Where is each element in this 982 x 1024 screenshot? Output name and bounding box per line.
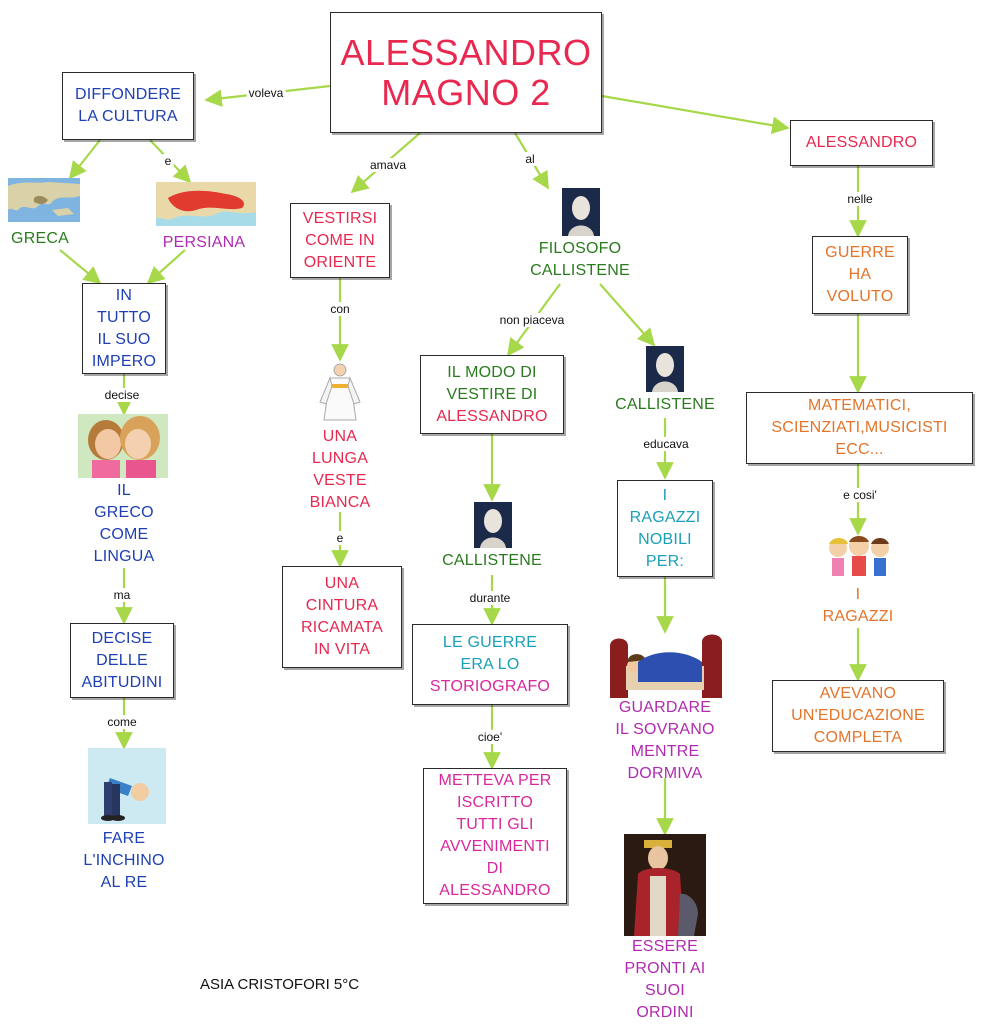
node-metteva-iscritto[interactable]: METTEVA PER ISCRITTO TUTTI GLI AVVENIMEN… xyxy=(423,768,567,904)
node-label: UNA CINTURA RICAMATA IN VITA xyxy=(301,575,383,658)
node-decise-abitudini[interactable]: DECISE DELLE ABITUDINI xyxy=(70,623,174,698)
node-educazione-completa[interactable]: AVEVANO UN'EDUCAZIONE COMPLETA xyxy=(772,680,944,752)
node-ragazzi-nobili[interactable]: I RAGAZZI NOBILI PER: xyxy=(617,480,713,577)
node-callistene-durante[interactable]: CALLISTENE xyxy=(442,552,542,569)
node-label: IL MODO DI VESTIRE DI xyxy=(446,363,538,403)
node-persiana[interactable]: PERSIANA xyxy=(162,234,246,251)
node-lunga-veste[interactable]: UNA LUNGA VESTE BIANCA xyxy=(309,428,371,511)
node-label-storiografo: STORIOGRAFO xyxy=(429,677,551,695)
node-label-alessandro: ALESSANDRO xyxy=(436,407,548,425)
page-title: ALESSANDRO MAGNO 2 xyxy=(340,31,592,113)
link-label-come: come xyxy=(105,715,139,729)
node-label: IN TUTTO IL SUO IMPERO xyxy=(91,286,157,370)
link-label-al: al xyxy=(523,152,537,166)
link-label-decise: decise xyxy=(102,388,142,402)
link-label-durante: durante xyxy=(467,591,513,605)
node-alessandro[interactable]: ALESSANDRO xyxy=(790,120,933,166)
node-essere-pronti[interactable]: ESSERE PRONTI AI SUOI ORDINI xyxy=(624,938,706,1021)
node-label: DIFFONDERE LA CULTURA xyxy=(75,86,181,125)
king-painting-icon xyxy=(624,834,706,936)
link-label-e-veste: e xyxy=(334,531,346,545)
node-callistene-educava[interactable]: CALLISTENE xyxy=(615,396,715,413)
node-label: I RAGAZZI NOBILI PER: xyxy=(629,486,701,570)
node-label: METTEVA PER ISCRITTO TUTTI GLI AVVENIMEN… xyxy=(438,772,552,899)
bust-icon xyxy=(562,188,600,236)
sleeping-bed-icon xyxy=(606,632,724,698)
author-credit: ASIA CRISTOFORI 5°C xyxy=(200,976,360,993)
node-label: LE GUERRE ERA LO xyxy=(442,633,538,673)
node-i-ragazzi[interactable]: I RAGAZZI xyxy=(822,586,894,625)
node-guardare-sovrano[interactable]: GUARDARE IL SOVRANO MENTRE DORMIVA xyxy=(615,699,715,782)
node-label: MATEMATICI, SCIENZIATI,MUSICISTI ECC... xyxy=(771,397,948,458)
node-label: AVEVANO UN'EDUCAZIONE COMPLETA xyxy=(791,685,925,746)
node-cintura-ricamata[interactable]: UNA CINTURA RICAMATA IN VITA xyxy=(282,566,402,668)
node-modo-vestire[interactable]: IL MODO DI VESTIRE DI ALESSANDRO xyxy=(420,355,564,434)
node-label: GUERRE HA VOLUTO xyxy=(825,244,895,305)
link-label-non-piaceva: non piaceva xyxy=(497,313,567,327)
bust-icon xyxy=(646,346,684,392)
girls-whisper-icon xyxy=(78,414,168,478)
node-label: ALESSANDRO xyxy=(805,134,918,151)
node-guerre-storiografo[interactable]: LE GUERRE ERA LO STORIOGRAFO xyxy=(412,624,568,705)
white-robe-icon xyxy=(318,362,362,422)
link-label-educava: educava xyxy=(641,437,691,451)
bowing-person-icon xyxy=(88,748,166,824)
map-persia-icon xyxy=(156,182,256,226)
node-il-greco-lingua[interactable]: IL GRECO COME LINGUA xyxy=(93,482,155,565)
link-label-nelle: nelle xyxy=(845,192,875,206)
node-label: DECISE DELLE ABITUDINI xyxy=(81,629,163,691)
link-label-e-cosi: e cosi' xyxy=(841,488,879,502)
kids-group-icon xyxy=(824,534,894,582)
link-label-con: con xyxy=(328,302,352,316)
node-vestirsi-oriente[interactable]: VESTIRSI COME IN ORIENTE xyxy=(290,203,390,278)
title-node[interactable]: ALESSANDRO MAGNO 2 xyxy=(330,12,602,133)
node-filosofo-callistene[interactable]: FILOSOFO CALLISTENE xyxy=(530,240,630,279)
map-greece-icon xyxy=(8,178,80,222)
node-matematici-scienziati[interactable]: MATEMATICI, SCIENZIATI,MUSICISTI ECC... xyxy=(746,392,973,464)
node-fare-inchino[interactable]: FARE L'INCHINO AL RE xyxy=(83,830,165,891)
node-guerre-voluto[interactable]: GUERRE HA VOLUTO xyxy=(812,236,908,314)
node-diffondere-cultura[interactable]: DIFFONDERE LA CULTURA xyxy=(62,72,194,140)
node-label: VESTIRSI COME IN ORIENTE xyxy=(302,209,378,271)
bust-icon xyxy=(474,502,512,548)
link-label-cioe: cioe' xyxy=(475,730,505,744)
link-label-amava: amava xyxy=(367,158,409,172)
node-greca[interactable]: GRECA xyxy=(11,230,69,247)
link-label-voleva: voleva xyxy=(246,86,286,100)
node-in-tutto-impero[interactable]: IN TUTTO IL SUO IMPERO xyxy=(82,283,166,374)
link-label-ma: ma xyxy=(111,588,133,602)
link-label-e: e xyxy=(162,154,174,168)
